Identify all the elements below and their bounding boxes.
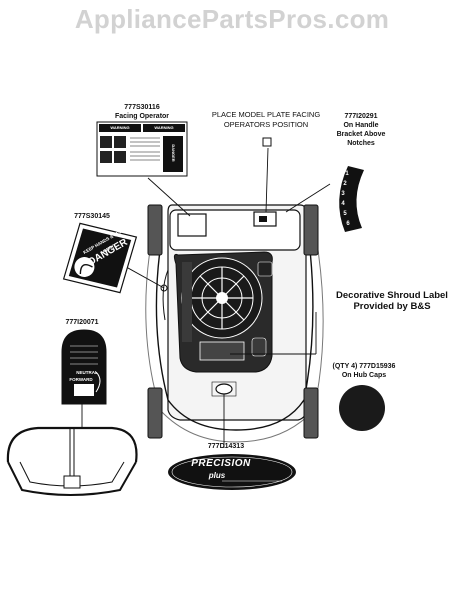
label-hubcaps-line1: (QTY 4) 777D15936 bbox=[332, 363, 396, 370]
label-777i20291: 777I20291 On Handle Bracket Above Notche… bbox=[330, 112, 392, 148]
decal-warning-word-1: WARNING bbox=[110, 125, 130, 130]
watermark: AppliancePartsPros.com bbox=[74, 4, 390, 34]
label-place-model: PLACE MODEL PLATE FACING OPERATORS POSIT… bbox=[206, 110, 326, 130]
notch-gauge bbox=[339, 166, 364, 232]
decal-777s30145 bbox=[62, 222, 138, 294]
label-777i20291-line2: Bracket Above bbox=[336, 131, 386, 138]
speed-decal-neutral: NEUTRAL bbox=[76, 370, 98, 375]
speed-decal-forward: FORWARD bbox=[69, 377, 93, 382]
rear-decal-spot bbox=[215, 383, 233, 395]
label-777s30116: 777S30116 Facing Operator bbox=[102, 103, 182, 121]
notch-number-5: 5 bbox=[343, 211, 347, 217]
hub-cap-decal bbox=[339, 385, 385, 431]
decal-777s30116 bbox=[96, 121, 188, 177]
label-hubcaps-line2: On Hub Caps bbox=[341, 372, 387, 379]
decal-danger-side: DANGER bbox=[171, 144, 176, 162]
decal-777d14313 bbox=[168, 454, 296, 490]
label-777i20071: 777I20071 bbox=[65, 319, 99, 326]
model-plate-mark bbox=[259, 216, 267, 222]
label-777s30145: 777S30145 bbox=[74, 213, 110, 220]
label-777s30116-part: 777S30116 bbox=[124, 104, 160, 111]
label-777i20291-line3: Notches bbox=[347, 140, 375, 147]
engine bbox=[173, 251, 273, 373]
label-777s30116-desc: Facing Operator bbox=[114, 113, 170, 120]
precision-plus-word: plus bbox=[208, 471, 226, 480]
decal-777i20071 bbox=[61, 329, 107, 405]
leader-lines bbox=[109, 147, 331, 448]
notch-number-2: 2 bbox=[343, 181, 347, 187]
notch-number-6: 6 bbox=[346, 221, 350, 227]
deck-edge bbox=[162, 269, 169, 321]
label-place-model-line2: OPERATORS POSITION bbox=[223, 120, 309, 129]
label-777i20291-line1: On Handle bbox=[343, 122, 379, 129]
deck-decal-spot bbox=[177, 213, 207, 237]
label-shroud-line1: Decorative Shroud Label bbox=[336, 290, 448, 301]
label-shroud-line2: Provided by B&S bbox=[353, 301, 431, 312]
notch-number-3: 3 bbox=[341, 191, 345, 197]
label-hubcaps: (QTY 4) 777D15936 On Hub Caps bbox=[326, 362, 402, 380]
plate-marker bbox=[262, 137, 272, 147]
handle-assembly bbox=[6, 404, 138, 496]
label-shroud: Decorative Shroud Label Provided by B&S bbox=[324, 290, 460, 312]
notch-number-1: 1 bbox=[345, 171, 349, 177]
label-777i20291-part: 777I20291 bbox=[344, 113, 378, 120]
notch-number-4: 4 bbox=[341, 201, 345, 207]
label-place-model-line1: PLACE MODEL PLATE FACING bbox=[211, 110, 321, 119]
wheels bbox=[147, 204, 319, 439]
precision-word: PRECISION bbox=[191, 458, 251, 469]
decal-warning-word-2: WARNING bbox=[154, 125, 174, 130]
label-777d14313: 777D14313 bbox=[207, 443, 245, 450]
